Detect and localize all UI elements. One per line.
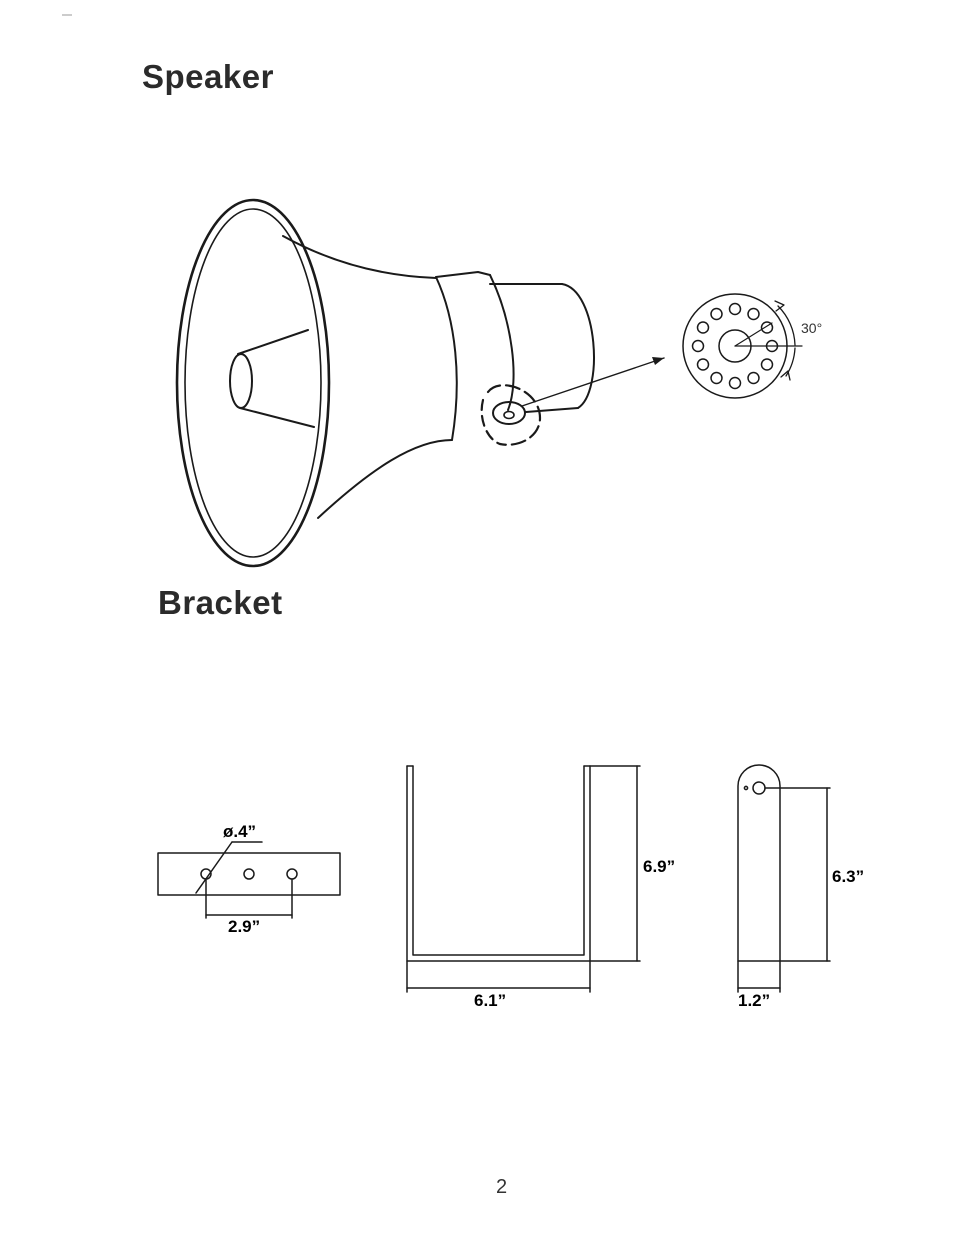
- rotation-arrowhead-lower: [781, 371, 790, 380]
- bracket-knob-screw: [504, 412, 514, 419]
- bracket-front-view: [407, 766, 640, 992]
- driver-housing-bottom: [526, 408, 578, 412]
- detail-small-hole: [698, 322, 709, 333]
- rotation-arrowhead-upper: [775, 301, 784, 311]
- mounting-hole-right: [287, 869, 297, 879]
- mounting-band-front: [436, 277, 457, 440]
- detail-small-hole: [748, 373, 759, 384]
- detail-small-hole: [748, 309, 759, 320]
- horn-throat-opening: [230, 354, 252, 408]
- horn-mouth-inner-rim: [185, 209, 321, 557]
- detail-angle-line: [735, 323, 772, 346]
- mounting-hole-center: [244, 869, 254, 879]
- horn-flare-bottom: [318, 440, 452, 518]
- side-arm-hole: [753, 782, 765, 794]
- horn-mouth-outer-rim: [177, 200, 329, 566]
- throat-tube-bottom: [240, 408, 314, 427]
- rotation-angle-label: 30°: [801, 320, 822, 336]
- detail-small-hole: [762, 322, 773, 333]
- bracket-top-view: [158, 842, 340, 918]
- detail-small-hole: [762, 359, 773, 370]
- detail-small-hole: [711, 373, 722, 384]
- u-bracket-inner: [413, 766, 584, 955]
- u-bracket-outer: [407, 766, 590, 961]
- hole-spacing-label: 2.9”: [228, 917, 260, 936]
- bracket-plate-outline: [158, 853, 340, 895]
- horn-speaker-illustration: [177, 200, 594, 566]
- driver-housing-end: [562, 284, 594, 408]
- side-arm-pin: [744, 786, 747, 789]
- diameter-leader: [196, 842, 232, 893]
- height-label: 6.9”: [643, 857, 675, 876]
- width-label: 6.1”: [474, 991, 506, 1010]
- rotation-detail-disc: [683, 294, 802, 398]
- bracket-side-view: [738, 765, 830, 992]
- depth-label: 1.2”: [738, 991, 770, 1010]
- page-number: 2: [496, 1176, 507, 1199]
- mounting-band-back: [490, 275, 514, 410]
- detail-small-hole: [711, 309, 722, 320]
- detail-small-hole: [730, 304, 741, 315]
- hole-height-label: 6.3”: [832, 867, 864, 886]
- detail-small-hole: [698, 359, 709, 370]
- mounting-band-top: [436, 272, 490, 277]
- detail-small-hole: [693, 341, 704, 352]
- detail-small-hole: [730, 378, 741, 389]
- throat-tube-top: [238, 330, 308, 354]
- hole-diameter-label: ø.4”: [223, 822, 256, 841]
